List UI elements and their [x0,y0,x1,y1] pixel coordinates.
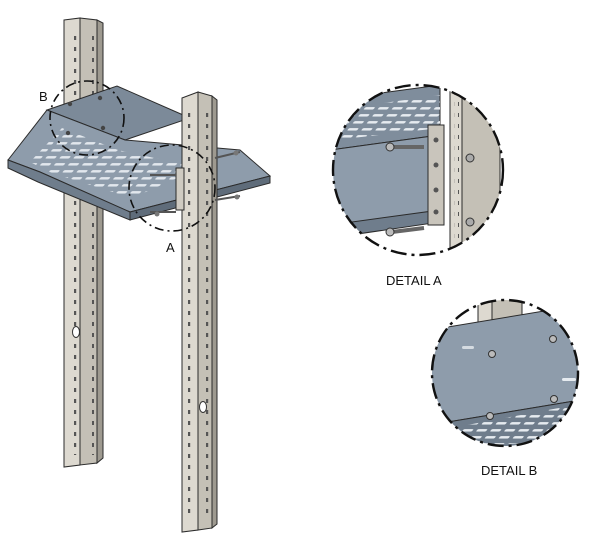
bolt-head [154,211,160,217]
detail-b-screw [486,412,494,420]
main-assembly: B A [7,17,272,533]
shelf [7,85,272,221]
detail-b: DETAIL B [430,298,580,478]
front-rail [181,91,218,533]
callout-label-b: B [39,89,48,104]
bolt-head [233,150,239,156]
detail-a-caption: DETAIL A [386,273,442,288]
callout-circle-b [49,80,125,156]
detail-b-screw [488,350,496,358]
shelf-screw [97,95,103,101]
detail-a-screw [385,142,424,152]
callout-label-a: A [166,240,175,255]
shelf-screw [100,125,106,131]
bolt-head [234,194,240,200]
detail-b-screw [550,395,558,403]
detail-a: DETAIL A [331,83,505,288]
detail-a-screw [385,226,425,237]
shelf-screw [67,101,73,107]
callout-circle-a [128,144,216,232]
detail-a-nut [465,153,475,163]
front-rail-cable-hole [199,401,207,413]
detail-a-nut [465,217,475,227]
detail-a-frame [331,83,505,257]
detail-b-frame [430,298,580,448]
detail-b-screw [549,335,557,343]
detail-b-caption: DETAIL B [481,463,537,478]
shelf-screw [65,130,71,136]
mounting-bracket [150,150,241,217]
rear-rail-cable-hole [72,326,80,338]
